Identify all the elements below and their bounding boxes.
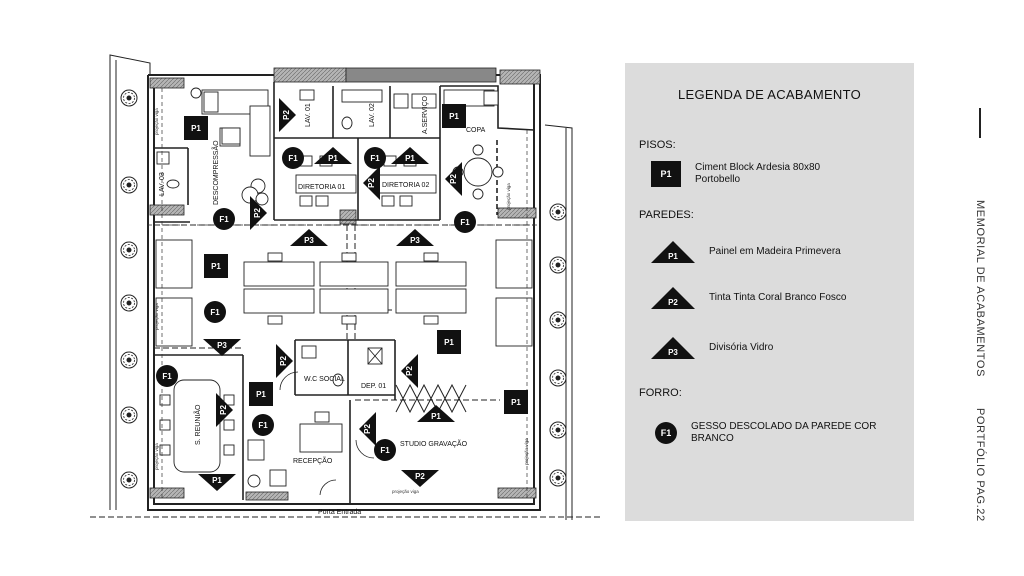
room-label-lav03: LAV. 03 bbox=[159, 172, 166, 196]
svg-text:P3: P3 bbox=[217, 341, 227, 350]
wall-tag-icon: P2 bbox=[651, 287, 695, 309]
legend-item-forro-f1: F1 GESSO DESCOLADO DA PAREDE COR BRANCO bbox=[651, 421, 876, 445]
legend-parede-label: Divisória Vidro bbox=[709, 342, 774, 353]
projection-note: projeção viga bbox=[524, 438, 529, 465]
svg-text:F1: F1 bbox=[370, 154, 380, 163]
svg-text:P2: P2 bbox=[219, 405, 228, 415]
svg-text:P2: P2 bbox=[253, 208, 262, 218]
svg-text:P3: P3 bbox=[410, 236, 420, 245]
legend-piso-brand: Portobello bbox=[695, 174, 741, 185]
svg-text:P3: P3 bbox=[304, 236, 314, 245]
room-label-diretoria02: DIRETORIA 02 bbox=[382, 182, 429, 189]
svg-text:P2: P2 bbox=[363, 424, 372, 434]
legend-item-parede-p2: P2 Tinta Tinta Coral Branco Fosco bbox=[651, 287, 846, 309]
room-label-dep01: DEP. 01 bbox=[361, 383, 386, 390]
svg-text:P1: P1 bbox=[191, 124, 201, 133]
svg-text:P2: P2 bbox=[449, 174, 458, 184]
svg-text:P1: P1 bbox=[211, 262, 221, 271]
portfolio-page-label: PORTFÓLIO PAG.22 bbox=[974, 408, 986, 522]
legend-forro-line: GESSO DESCOLADO DA PAREDE COR bbox=[691, 421, 877, 432]
exterior-garden bbox=[90, 54, 600, 520]
projection-note: projeção viga bbox=[154, 303, 159, 330]
projection-note: projeção viga bbox=[392, 489, 419, 494]
beam-projection-lines bbox=[148, 88, 540, 500]
room-label-copa: COPA bbox=[466, 127, 486, 134]
svg-text:F1: F1 bbox=[219, 215, 229, 224]
svg-text:P1: P1 bbox=[444, 338, 454, 347]
finish-legend-panel: LEGENDA DE ACABAMENTO PISOS: P1 Ciment B… bbox=[625, 63, 914, 521]
wall-tag-icon: P3 bbox=[651, 337, 695, 359]
memorial-title: MEMORIAL DE ACABAMENTOS bbox=[974, 200, 986, 378]
door-swings bbox=[279, 371, 375, 496]
interior-walls bbox=[154, 82, 535, 504]
svg-text:P1: P1 bbox=[256, 390, 266, 399]
ceiling-tag-icon: F1 bbox=[655, 422, 677, 444]
legend-parede-label: Tinta Tinta Coral Branco Fosco bbox=[709, 292, 847, 303]
svg-text:P2: P2 bbox=[279, 356, 288, 366]
svg-text:F1: F1 bbox=[460, 218, 470, 227]
svg-text:P1: P1 bbox=[212, 476, 222, 485]
svg-text:P1: P1 bbox=[449, 112, 459, 121]
legend-item-piso-p1: P1 Ciment Block Ardesia 80x80 Portobello bbox=[651, 161, 820, 187]
legend-piso-name: Ciment Block Ardesia 80x80 bbox=[695, 162, 821, 173]
svg-text:F1: F1 bbox=[210, 308, 220, 317]
svg-text:P2: P2 bbox=[668, 298, 678, 307]
wall-tag-icon: P1 bbox=[651, 241, 695, 263]
svg-text:P1: P1 bbox=[431, 412, 441, 421]
room-label-lav02: LAV. 02 bbox=[369, 103, 376, 127]
room-label-recepcao: RECEPÇÃO bbox=[293, 456, 333, 465]
room-label-sreuniao: S. REUNIÃO bbox=[193, 404, 202, 445]
wall-blocks bbox=[149, 67, 541, 501]
svg-text:P2: P2 bbox=[282, 110, 291, 120]
svg-text:F1: F1 bbox=[380, 446, 390, 455]
room-label-wcsocial: W.C SOCIAL bbox=[304, 376, 345, 383]
svg-text:F1: F1 bbox=[162, 372, 172, 381]
legend-item-parede-p3: P3 Divisória Vidro bbox=[651, 337, 773, 359]
legend-item-parede-p1: P1 Painel em Madeira Primevera bbox=[651, 241, 841, 263]
svg-text:F1: F1 bbox=[288, 154, 298, 163]
ceiling-tags: F1 F1 F1 F1 F1 F1 F1 F1 bbox=[156, 147, 476, 461]
projection-note: projeção viga bbox=[506, 183, 511, 210]
floor-tag-icon: P1 bbox=[651, 161, 681, 187]
legend-pisos-heading: PISOS: bbox=[639, 139, 676, 151]
legend-forro-heading: FORRO: bbox=[639, 387, 682, 399]
room-label-porta-entrada: Porta Entrada bbox=[318, 509, 361, 516]
legend-paredes-heading: PAREDES: bbox=[639, 209, 694, 221]
legend-title: LEGENDA DE ACABAMENTO bbox=[677, 87, 862, 102]
legend-parede-label: Painel em Madeira Primevera bbox=[709, 246, 841, 257]
svg-text:P1: P1 bbox=[511, 398, 521, 407]
projection-note: projeção viga bbox=[154, 443, 159, 470]
sidebar-divider bbox=[979, 108, 981, 138]
svg-text:F1: F1 bbox=[258, 421, 268, 430]
svg-text:P1: P1 bbox=[668, 252, 678, 261]
room-label-lav01: LAV. 01 bbox=[305, 103, 312, 127]
svg-text:P1: P1 bbox=[405, 154, 415, 163]
room-label-descompressao: DESCOMPRESSÃO bbox=[211, 140, 220, 205]
projection-note: projeção viga bbox=[154, 108, 159, 135]
studio-acoustic-panels bbox=[395, 383, 467, 414]
svg-text:P2: P2 bbox=[415, 472, 425, 481]
svg-text:P2: P2 bbox=[367, 178, 376, 188]
legend-forro-line: BRANCO bbox=[691, 433, 734, 444]
room-label-diretoria01: DIRETORIA 01 bbox=[298, 184, 345, 191]
room-label-studio: STUDIO GRAVAÇÃO bbox=[400, 439, 468, 448]
svg-text:P3: P3 bbox=[668, 348, 678, 357]
svg-text:P2: P2 bbox=[405, 366, 414, 376]
floor-tags: P1 P1 P1 P1 P1 P1 bbox=[184, 104, 528, 414]
svg-text:P1: P1 bbox=[328, 154, 338, 163]
floor-plan: DESCOMPRESSÃO LAV. 03 LAV. 01 LAV. 02 A.… bbox=[90, 54, 600, 520]
wall-tags: P1 P1 P3 P3 P1 P3 P1 P2 P2 P2 P2 P2 P2 P… bbox=[198, 98, 462, 491]
room-label-aservico: A.SERVIÇO bbox=[422, 95, 429, 134]
